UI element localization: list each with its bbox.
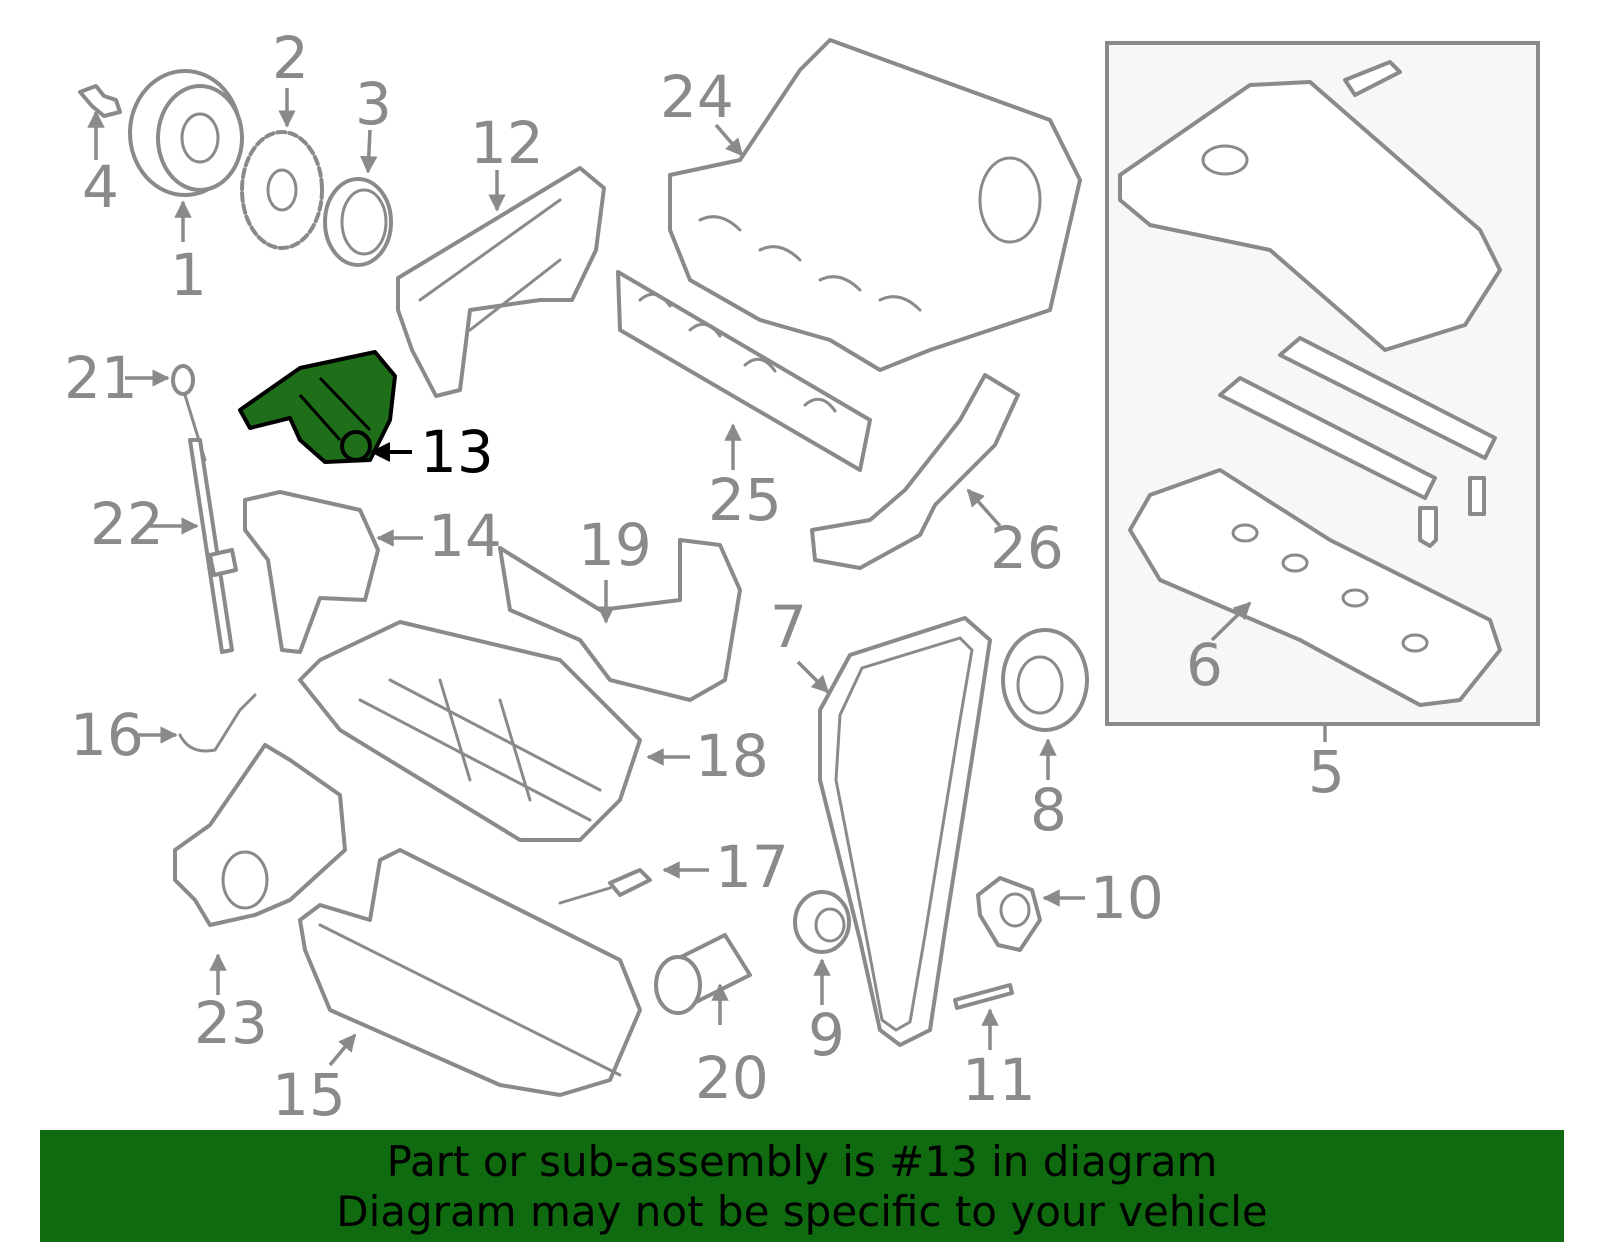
callout-24[interactable]: 24 xyxy=(660,63,734,131)
callout-20[interactable]: 20 xyxy=(695,1044,769,1112)
callout-13[interactable]: 13 xyxy=(420,418,494,486)
callout-26[interactable]: 26 xyxy=(990,514,1064,582)
part-17-oil-pressure-switch[interactable] xyxy=(558,868,652,905)
callout-21[interactable]: 21 xyxy=(64,344,138,412)
part-14-lower-timing-cover[interactable] xyxy=(243,490,380,654)
part-3-guide-plate[interactable] xyxy=(323,177,393,267)
part-8-cam-pulley[interactable] xyxy=(1001,628,1089,732)
part-4-bolt[interactable] xyxy=(78,84,122,118)
part-19-stiffener[interactable] xyxy=(498,538,742,702)
callout-3[interactable]: 3 xyxy=(355,70,392,138)
part-11-tensioner-spring[interactable] xyxy=(953,983,1014,1010)
callout-8[interactable]: 8 xyxy=(1030,776,1067,844)
part-15-lower-oil-pan[interactable] xyxy=(298,848,642,1097)
part-2-crank-sprocket[interactable] xyxy=(240,130,324,250)
callout-9[interactable]: 9 xyxy=(808,1001,845,1069)
part-5-valve-cover[interactable] xyxy=(1118,60,1502,352)
callout-2[interactable]: 2 xyxy=(272,24,309,92)
callout-5[interactable]: 5 xyxy=(1308,738,1345,806)
callout-6[interactable]: 6 xyxy=(1186,631,1223,699)
part-25-intake-gasket[interactable] xyxy=(616,270,872,472)
callout-10[interactable]: 10 xyxy=(1090,864,1164,932)
banner-line-disclaimer: Diagram may not be specific to your vehi… xyxy=(336,1187,1268,1236)
part-1-crank-pulley[interactable] xyxy=(128,69,244,197)
part-16-gasket[interactable] xyxy=(178,693,257,753)
callout-23[interactable]: 23 xyxy=(194,989,268,1057)
banner-line-part-number: Part or sub-assembly is #13 in diagram xyxy=(386,1137,1218,1186)
part-10-tensioner[interactable] xyxy=(976,876,1042,952)
callout-12[interactable]: 12 xyxy=(470,109,544,177)
leader-lines xyxy=(87,88,1327,1067)
callout-22[interactable]: 22 xyxy=(90,490,164,558)
valve-cover-bolts[interactable] xyxy=(1418,476,1486,548)
callout-17[interactable]: 17 xyxy=(715,833,789,901)
part-24-intake-manifold[interactable] xyxy=(668,38,1082,372)
callout-25[interactable]: 25 xyxy=(708,466,782,534)
callout-19[interactable]: 19 xyxy=(578,511,652,579)
callout-11[interactable]: 11 xyxy=(962,1046,1036,1114)
part-20-oil-filter[interactable] xyxy=(654,933,752,1015)
callout-14[interactable]: 14 xyxy=(428,502,502,570)
part-7-timing-belt[interactable] xyxy=(818,616,992,1047)
part-22-dipstick-tube[interactable] xyxy=(188,438,238,654)
callout-7[interactable]: 7 xyxy=(770,593,807,661)
callout-18[interactable]: 18 xyxy=(695,722,769,790)
callout-15[interactable]: 15 xyxy=(272,1061,346,1129)
part-12-upper-timing-cover[interactable] xyxy=(396,166,606,398)
part-6-valve-cover-gasket[interactable] xyxy=(1128,468,1502,707)
callout-1[interactable]: 1 xyxy=(170,241,207,309)
part-9-idler-pulley[interactable] xyxy=(793,890,851,954)
valve-cover-small-gaskets[interactable] xyxy=(1218,336,1497,500)
info-banner: Part or sub-assembly is #13 in diagram D… xyxy=(40,1130,1564,1242)
part-21-dipstick[interactable] xyxy=(171,364,207,462)
callout-labels: 1 2 3 4 5 6 7 8 9 10 11 12 13 14 15 16 1… xyxy=(64,24,1345,1129)
part-23-oil-pump[interactable] xyxy=(173,743,347,927)
part-13-timing-cover-highlighted[interactable] xyxy=(238,350,397,464)
callout-16[interactable]: 16 xyxy=(70,701,144,769)
callout-4[interactable]: 4 xyxy=(82,153,119,221)
part-26-bracket[interactable] xyxy=(810,373,1020,570)
part-18-upper-oil-pan[interactable] xyxy=(298,620,642,842)
